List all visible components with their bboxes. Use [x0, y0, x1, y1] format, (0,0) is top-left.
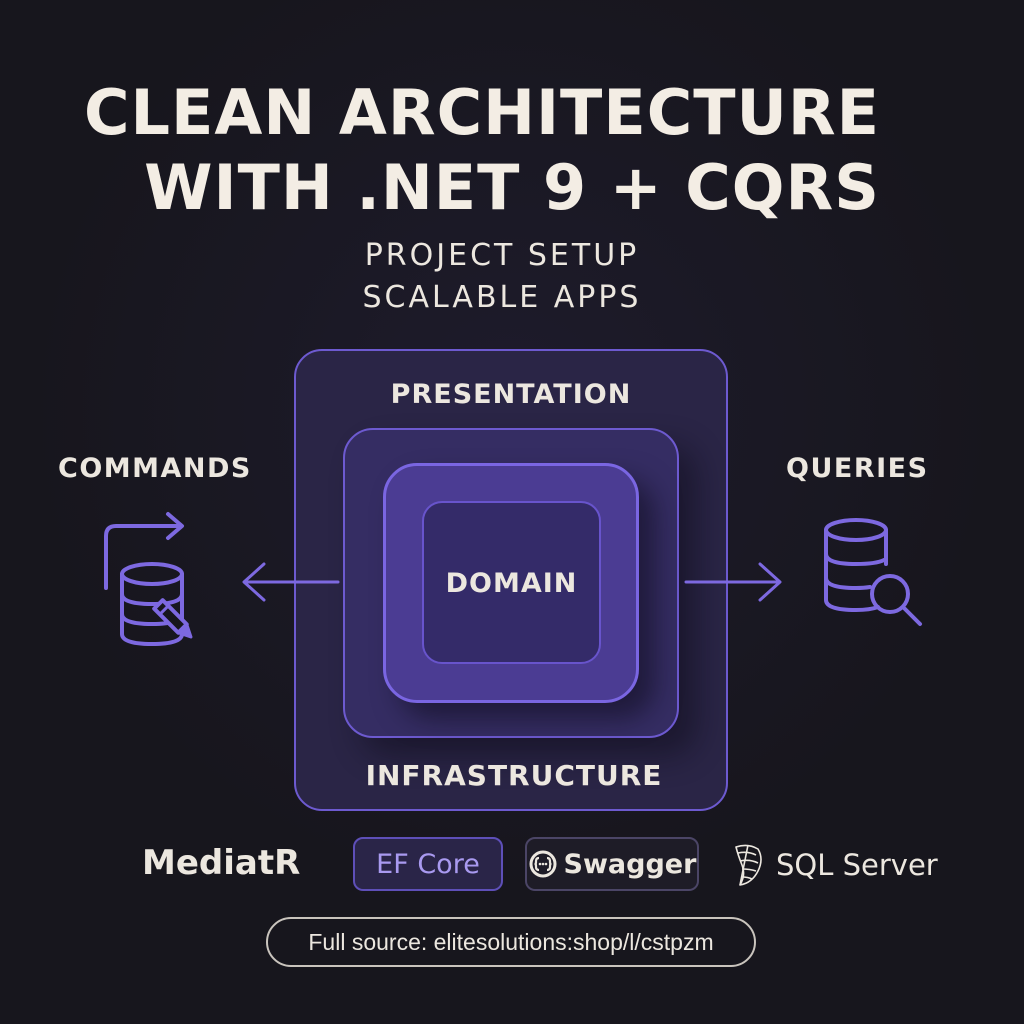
right-arrow-icon: [684, 562, 782, 602]
left-arrow-icon: [242, 562, 340, 602]
commands-label: COMMANDS: [58, 453, 252, 484]
infrastructure-label: INFRASTRUCTURE: [365, 759, 663, 792]
subtitle-line-2: SCALABLE APPS: [362, 280, 642, 315]
title-line-2: WITH .NET 9 + CQRS: [144, 151, 880, 224]
swagger-badge: Swagger: [525, 837, 699, 891]
database-search-icon: [824, 518, 922, 626]
mediatr-logo: MediatR: [142, 843, 301, 883]
presentation-label: PRESENTATION: [390, 379, 632, 410]
ef-core-label: EF Core: [376, 848, 480, 880]
sql-server-icon: [735, 844, 762, 886]
title-line-1: CLEAN ARCHITECTURE: [84, 76, 880, 149]
database-edit-icon: [104, 512, 193, 646]
swagger-label: Swagger: [563, 848, 697, 880]
source-link[interactable]: Full source: elitesolutions:shop/l/cstpz…: [266, 917, 756, 967]
sql-server-label: SQL Server: [776, 847, 938, 882]
ef-core-badge: EF Core: [353, 837, 503, 891]
sql-server-logo: SQL Server: [728, 838, 938, 892]
domain-label: DOMAIN: [445, 568, 578, 599]
queries-label: QUERIES: [786, 453, 929, 484]
domain-core-layer: [422, 501, 601, 664]
source-link-text: Full source: elitesolutions:shop/l/cstpz…: [308, 928, 714, 955]
subtitle-line-1: PROJECT SETUP: [364, 238, 640, 273]
swagger-logo-icon: [529, 850, 557, 878]
